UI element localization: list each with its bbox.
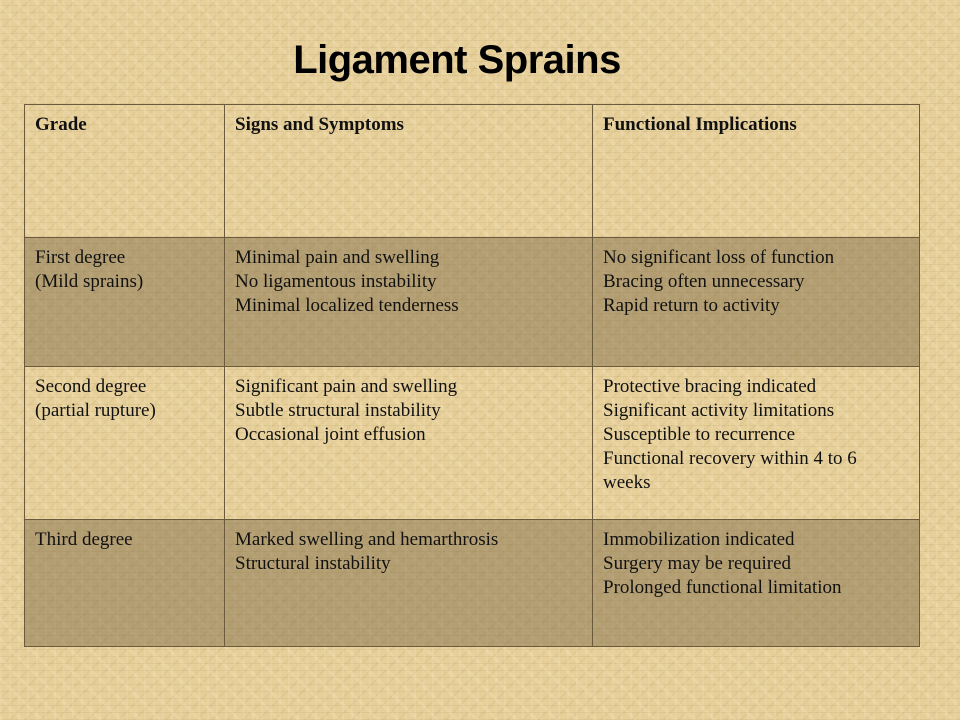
implications-cell: Immobilization indicated Surgery may be … <box>592 519 920 647</box>
cell-line: First degree <box>35 247 126 268</box>
cell-line: Third degree <box>35 529 133 550</box>
signs-cell: Significant pain and swelling Subtle str… <box>224 366 593 520</box>
cell-line: Significant pain and swelling <box>235 376 458 397</box>
cell-line: Protective bracing indicated <box>603 376 817 397</box>
cell-line: Structural instability <box>235 553 391 574</box>
table-row: Third degree Marked swelling and hemarth… <box>24 519 920 647</box>
grade-cell: Third degree <box>24 519 225 647</box>
cell-line: Minimal pain and swelling <box>235 247 440 268</box>
cell-line: No ligamentous instability <box>235 271 437 292</box>
cell-line: Marked swelling and hemarthrosis <box>235 529 499 550</box>
implications-cell: No significant loss of function Bracing … <box>592 237 920 367</box>
cell-line: Functional recovery within 4 to 6 weeks <box>603 448 857 493</box>
cell-line: No significant loss of function <box>603 247 835 268</box>
cell-line: Prolonged functional limitation <box>603 577 842 598</box>
cell-line: Rapid return to activity <box>603 295 780 316</box>
cell-line: Subtle structural instability <box>235 400 441 421</box>
grade-cell: First degree (Mild sprains) <box>24 237 225 367</box>
cell-line: Minimal localized tenderness <box>235 295 459 316</box>
signs-cell: Minimal pain and swelling No ligamentous… <box>224 237 593 367</box>
cell-line: Second degree <box>35 376 147 397</box>
table-row: Second degree (partial rupture) Signific… <box>24 366 920 520</box>
cell-line: (partial rupture) <box>35 400 156 421</box>
cell-line: Susceptible to recurrence <box>603 424 796 445</box>
cell-line: Occasional joint effusion <box>235 424 426 445</box>
page-title: Ligament Sprains <box>293 38 621 82</box>
table-row: First degree (Mild sprains) Minimal pain… <box>24 237 920 367</box>
cell-line: Significant activity limitations <box>603 400 835 421</box>
ligament-sprains-table: Grade Signs and Symptoms Functional Impl… <box>24 104 920 647</box>
cell-line: (Mild sprains) <box>35 271 144 292</box>
cell-line: Immobilization indicated <box>603 529 795 550</box>
header-grade: Grade <box>24 104 225 238</box>
table-header-row: Grade Signs and Symptoms Functional Impl… <box>24 104 920 238</box>
header-functional-implications: Functional Implications <box>592 104 920 238</box>
signs-cell: Marked swelling and hemarthrosis Structu… <box>224 519 593 647</box>
implications-cell: Protective bracing indicated Significant… <box>592 366 920 520</box>
header-signs-and-symptoms: Signs and Symptoms <box>224 104 593 238</box>
cell-line: Surgery may be required <box>603 553 792 574</box>
grade-cell: Second degree (partial rupture) <box>24 366 225 520</box>
cell-line: Bracing often unnecessary <box>603 271 805 292</box>
